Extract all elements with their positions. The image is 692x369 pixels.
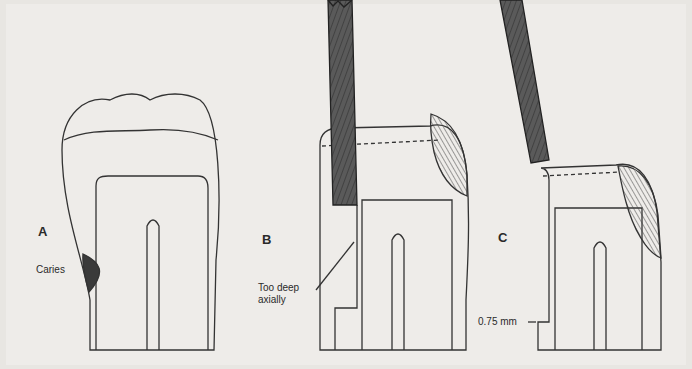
- tooth-c: [500, 0, 661, 350]
- figure-letter: A: [38, 224, 47, 239]
- leader-line: [528, 321, 536, 322]
- dimension-label: 0.75 mm: [478, 316, 517, 328]
- leader-line: [316, 242, 354, 290]
- tooth-b: [316, 0, 469, 350]
- tooth-a: [62, 94, 219, 350]
- bur: [500, 0, 549, 163]
- note-label: Too deep axially: [258, 282, 314, 306]
- part-label: Caries: [36, 264, 65, 276]
- hatched-region: [618, 166, 661, 258]
- caries-lesion: [83, 254, 100, 292]
- figure-letter: B: [262, 232, 271, 247]
- bur: [328, 0, 357, 205]
- hatched-region: [431, 114, 467, 196]
- figure-letter: C: [498, 230, 507, 245]
